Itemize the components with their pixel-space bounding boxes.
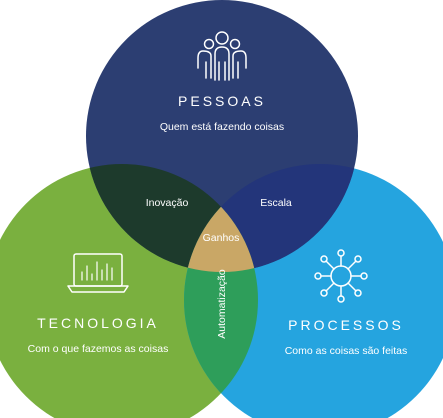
inovacao-region (86, 164, 258, 272)
processos-title: PROCESSOS (288, 317, 404, 333)
tecnologia-title: TECNOLOGIA (37, 315, 159, 331)
pessoas-title: PESSOAS (178, 93, 266, 109)
laptop-icon (67, 253, 129, 293)
processos-subtitle: Como as coisas são feitas (285, 345, 408, 357)
escala-region (184, 164, 358, 272)
tecnologia-subtitle: Com o que fazemos as coisas (28, 343, 169, 355)
ganhos-label: Ganhos (203, 232, 240, 244)
people-icon (197, 31, 247, 81)
automatizacao-label: Automatização (216, 269, 228, 339)
inovacao-label: Inovação (146, 197, 189, 209)
escala-label: Escala (260, 197, 292, 209)
pessoas-subtitle: Quem está fazendo coisas (160, 121, 284, 133)
process-icon (314, 249, 368, 303)
